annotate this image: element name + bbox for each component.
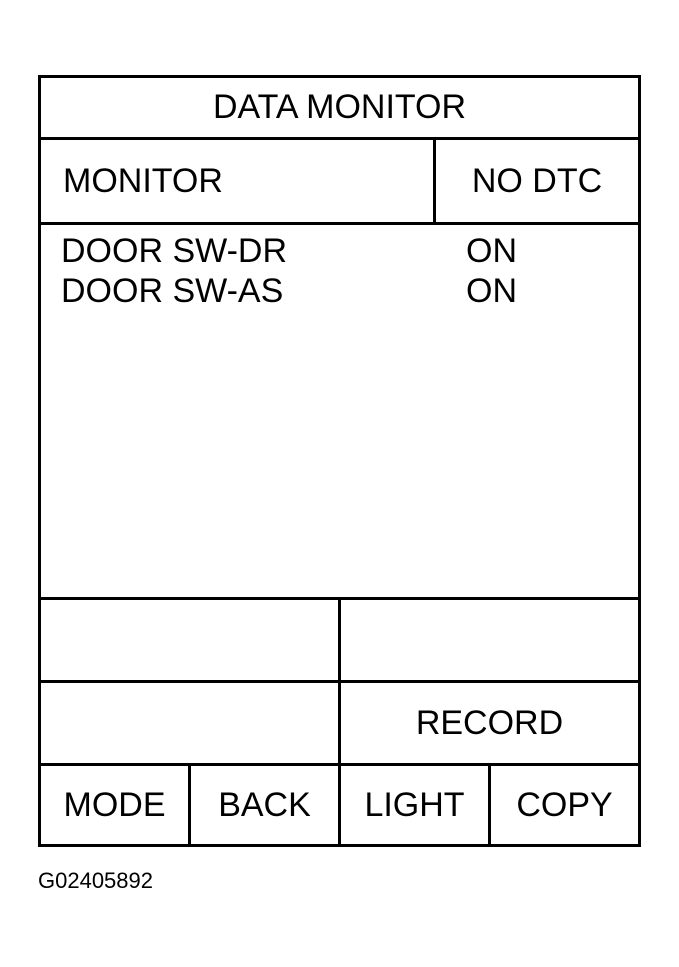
header-row: MONITOR NO DTC bbox=[41, 140, 638, 225]
dtc-status: NO DTC bbox=[471, 161, 603, 200]
record-button[interactable]: RECORD bbox=[415, 703, 564, 742]
data-item-value: ON bbox=[466, 232, 517, 270]
data-item-name: DOOR SW-DR bbox=[61, 232, 288, 270]
figure-id: G02405892 bbox=[38, 868, 153, 893]
button-bar: MODE BACK LIGHT COPY bbox=[41, 766, 638, 844]
record-row: RECORD bbox=[41, 683, 638, 766]
monitor-label: MONITOR bbox=[41, 140, 436, 222]
empty-cell-left bbox=[41, 683, 341, 763]
data-row: DOOR SW-AS ON bbox=[41, 271, 638, 311]
data-monitor-panel: DATA MONITOR MONITOR NO DTC DOOR SW-DR O… bbox=[38, 75, 641, 847]
data-list: DOOR SW-DR ON DOOR SW-AS ON bbox=[41, 225, 638, 600]
empty-cell-right bbox=[341, 600, 638, 680]
empty-cell-left bbox=[41, 600, 341, 680]
mode-button[interactable]: MODE bbox=[41, 766, 191, 844]
empty-row bbox=[41, 600, 638, 683]
data-item-value: ON bbox=[466, 272, 517, 310]
data-row: DOOR SW-DR ON bbox=[41, 231, 638, 271]
screen-title: DATA MONITOR bbox=[41, 78, 638, 140]
copy-button[interactable]: COPY bbox=[516, 785, 613, 824]
data-item-name: DOOR SW-AS bbox=[61, 272, 284, 310]
light-button[interactable]: LIGHT bbox=[341, 766, 491, 844]
back-button[interactable]: BACK bbox=[191, 766, 341, 844]
